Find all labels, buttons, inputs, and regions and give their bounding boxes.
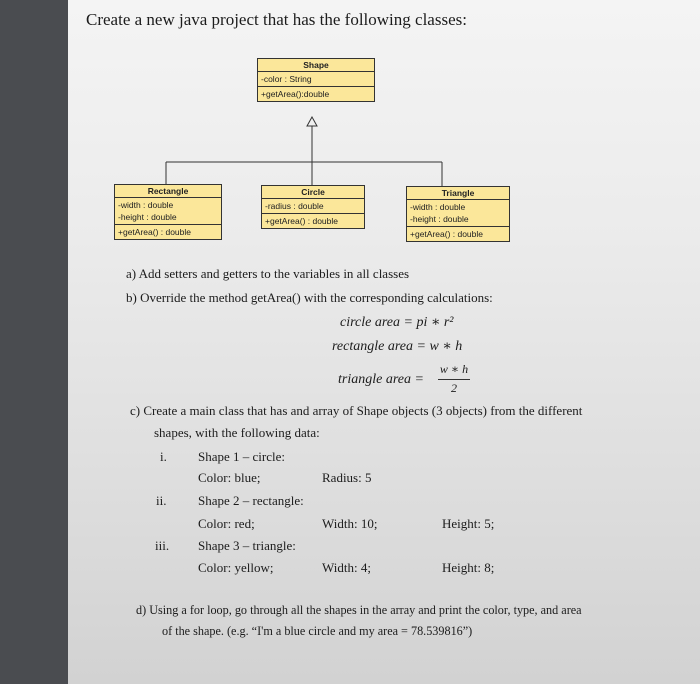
- shape-item-title: Shape 2 – rectangle:: [198, 493, 304, 508]
- uml-attribute: -color : String: [261, 74, 312, 84]
- uml-attribute: -width : double: [410, 202, 466, 212]
- shape-item-color: Color: yellow;: [198, 560, 274, 575]
- uml-attribute: -radius : double: [265, 201, 324, 211]
- formula-triangle-area: triangle area =: [338, 372, 424, 387]
- uml-methods: +getArea() : double: [407, 227, 509, 241]
- uml-method: +getArea() : double: [118, 227, 192, 237]
- shape-item-number: iii.: [155, 538, 170, 553]
- shape-item-param-1: Width: 10;: [322, 516, 378, 531]
- task-b: b) Override the method getArea() with th…: [126, 290, 493, 305]
- inheritance-arrow-icon: [306, 115, 318, 127]
- shape-item-param-1: Radius: 5: [322, 470, 372, 485]
- uml-class-name: Shape: [258, 59, 374, 72]
- formula-triangle-numerator: w ∗ h: [439, 362, 469, 376]
- formula-triangle-denominator: 2: [451, 381, 457, 395]
- shape-item-title: Shape 1 – circle:: [198, 449, 285, 464]
- shape-item-color: Color: blue;: [198, 470, 261, 485]
- formula-fraction-bar: [438, 379, 470, 380]
- uml-method: +getArea() : double: [265, 216, 339, 226]
- task-c-continued: shapes, with the following data:: [154, 425, 320, 440]
- uml-class-rectangle: Rectangle -width : double -height : doub…: [114, 184, 222, 240]
- shape-item-color: Color: red;: [198, 516, 255, 531]
- shape-item-param-2: Height: 5;: [442, 516, 495, 531]
- shape-item-number: i.: [160, 449, 167, 464]
- uml-class-name: Rectangle: [115, 185, 221, 198]
- task-d-continued: of the shape. (e.g. “I'm a blue circle a…: [162, 624, 473, 638]
- formula-circle-area: circle area = pi ∗ r²: [340, 315, 454, 330]
- document-page: Create a new java project that has the f…: [68, 0, 700, 684]
- page-heading: Create a new java project that has the f…: [86, 10, 467, 29]
- uml-attribute: -width : double: [118, 200, 174, 210]
- task-d: d) Using a for loop, go through all the …: [136, 603, 582, 617]
- shape-item-number: ii.: [156, 493, 167, 508]
- uml-attributes: -width : double -height : double: [115, 198, 221, 225]
- uml-method: +getArea() : double: [410, 229, 484, 239]
- task-c: c) Create a main class that has and arra…: [130, 403, 583, 418]
- uml-attribute: -height : double: [118, 212, 177, 222]
- shape-item-title: Shape 3 – triangle:: [198, 538, 296, 553]
- uml-class-circle: Circle -radius : double +getArea() : dou…: [261, 185, 365, 229]
- uml-class-name: Triangle: [407, 187, 509, 200]
- uml-class-name: Circle: [262, 186, 364, 199]
- uml-attributes: -radius : double: [262, 199, 364, 214]
- shape-item-param-1: Width: 4;: [322, 560, 371, 575]
- task-a: a) Add setters and getters to the variab…: [126, 266, 410, 281]
- shape-item-param-2: Height: 8;: [442, 560, 495, 575]
- uml-methods: +getArea() : double: [262, 214, 364, 228]
- uml-methods: +getArea():double: [258, 87, 374, 101]
- uml-attribute: -height : double: [410, 214, 469, 224]
- uml-class-triangle: Triangle -width : double -height : doubl…: [406, 186, 510, 242]
- formula-rectangle-area: rectangle area = w ∗ h: [332, 339, 463, 354]
- uml-method: +getArea():double: [261, 89, 330, 99]
- uml-methods: +getArea() : double: [115, 225, 221, 239]
- uml-attributes: -color : String: [258, 72, 374, 87]
- uml-class-shape: Shape -color : String +getArea():double: [257, 58, 375, 102]
- uml-attributes: -width : double -height : double: [407, 200, 509, 227]
